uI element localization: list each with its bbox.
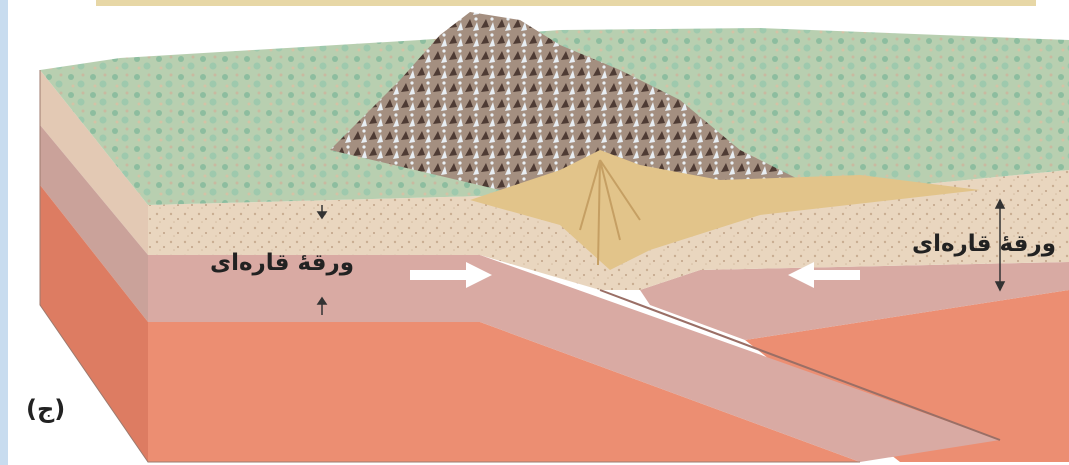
left-continental-plate-label: ورقهٔ قاره‌ای bbox=[210, 250, 354, 276]
right-continental-plate-label: ورقهٔ قاره‌ای bbox=[912, 231, 1056, 257]
figure-part-label: (ج) bbox=[26, 395, 65, 423]
